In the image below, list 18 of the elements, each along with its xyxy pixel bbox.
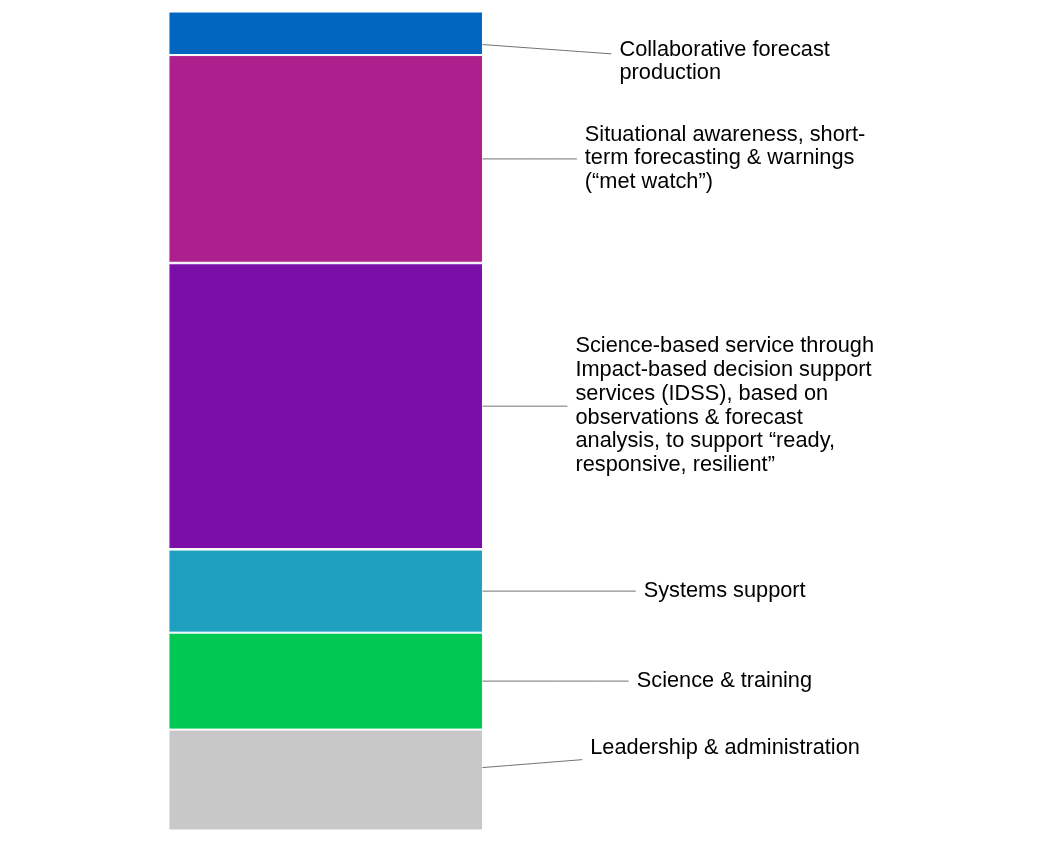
connector — [481, 405, 568, 407]
node-text: Science & training — [636, 666, 812, 692]
connector — [481, 44, 612, 55]
node-text: Collaborative forecast production — [618, 35, 830, 85]
node-bar — [167, 729, 483, 831]
connector — [481, 680, 629, 682]
connector — [481, 759, 583, 769]
node-text: Leadership & administration — [589, 733, 860, 759]
node-text: Situational awareness, short-term forecasting & warnings (“met watch”) — [584, 120, 865, 194]
connector — [481, 590, 636, 592]
node-bar — [167, 55, 483, 263]
node-text: Systems support — [643, 576, 806, 602]
node-bar — [167, 263, 483, 550]
node-text: Science-based service through Impact-based decision support services (IDSS), based on observations & forecast analysis, to support “ready, responsive, resilient” — [574, 332, 874, 477]
node-bar — [167, 11, 483, 56]
connector — [481, 158, 577, 160]
node-bar — [167, 549, 483, 633]
node-bar — [167, 632, 483, 730]
